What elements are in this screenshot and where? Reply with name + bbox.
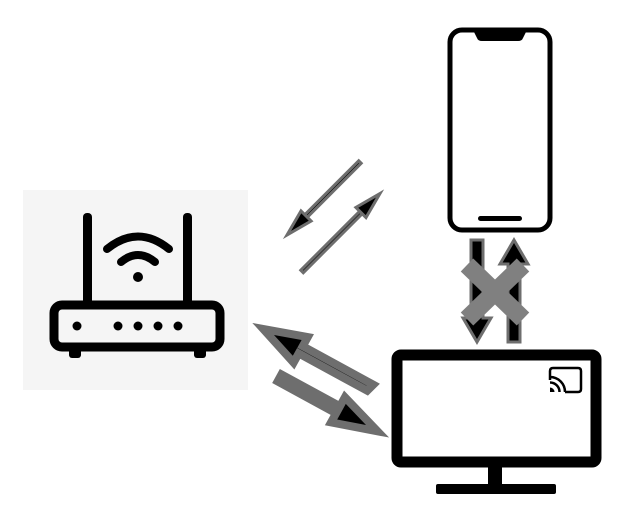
router-body <box>49 300 225 352</box>
router-led <box>72 321 82 331</box>
smartphone-icon <box>447 27 553 233</box>
wifi-router-icon <box>23 190 248 390</box>
arrow-tv-to-phone <box>497 237 531 344</box>
arrows-router-phone <box>282 158 385 275</box>
tv-neck <box>488 465 502 485</box>
wifi-arc-outer <box>103 232 173 253</box>
cast-icon <box>548 366 583 394</box>
router-background <box>23 190 248 390</box>
arrow-router-to-tv <box>272 368 390 438</box>
wifi-arc-inner <box>117 251 159 266</box>
arrow-tv-to-router <box>252 322 380 396</box>
router-led <box>113 321 123 331</box>
phone-home-bar <box>478 216 522 221</box>
router-led <box>153 321 163 331</box>
router-antenna-left <box>83 213 92 307</box>
router-foot-right <box>194 346 206 358</box>
arrow-router-to-phone <box>298 189 385 275</box>
phone-body <box>447 27 553 233</box>
arrows-phone-tv-blocked <box>460 237 531 345</box>
x-mark-icon <box>460 258 530 326</box>
tv-screen <box>391 349 602 468</box>
arrow-phone-to-router <box>282 158 364 240</box>
tv-stand <box>436 484 556 494</box>
arrows-router-tv <box>252 322 390 438</box>
router-led <box>133 321 143 331</box>
phone-notch <box>474 32 526 41</box>
tv-monitor-icon <box>391 349 602 494</box>
router-antenna-right <box>183 213 192 307</box>
router-foot-left <box>69 346 81 358</box>
wifi-dot <box>133 272 143 282</box>
router-led <box>173 321 183 331</box>
